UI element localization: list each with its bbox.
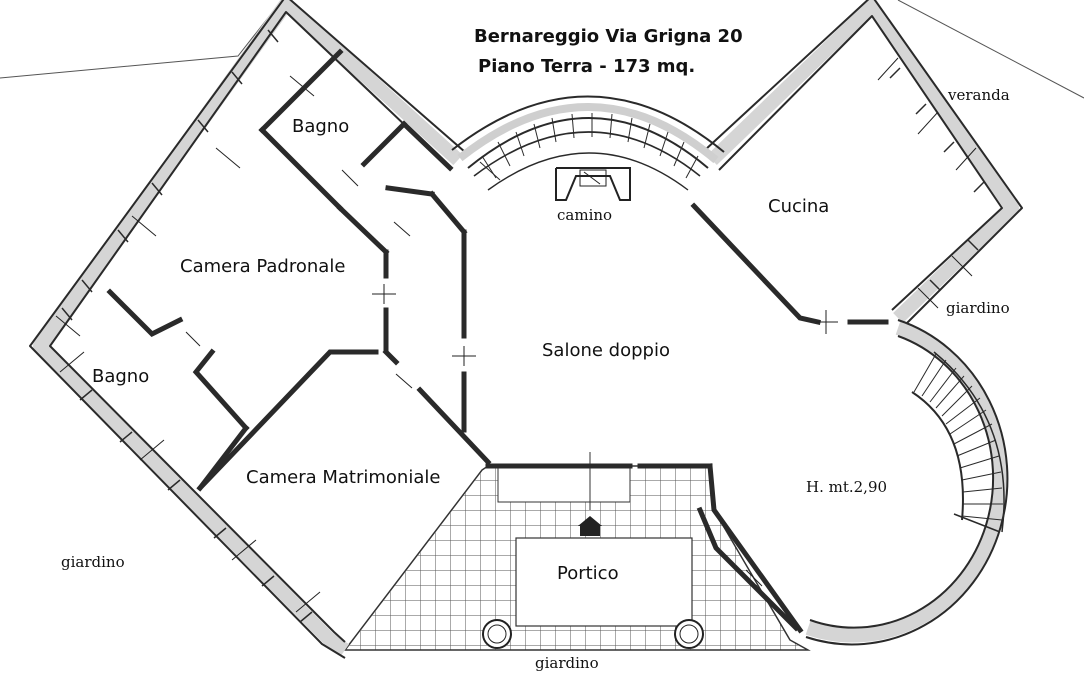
label-giardino-right: giardino xyxy=(946,299,1010,317)
room-label-camera-matrimoniale: Camera Matrimoniale xyxy=(246,467,441,488)
label-ceiling-height: H. mt.2,90 xyxy=(806,478,888,496)
room-label-bagno-left: Bagno xyxy=(92,366,150,387)
room-label-camera-padronale: Camera Padronale xyxy=(180,256,346,277)
entrance-arrow-icon xyxy=(578,516,602,536)
label-giardino-left: giardino xyxy=(61,553,125,571)
spiral-staircase xyxy=(911,351,1005,533)
portico-inner-area xyxy=(515,537,693,627)
exterior-walls xyxy=(29,0,1023,659)
top-staircase xyxy=(451,95,725,191)
wall-hatch xyxy=(61,29,985,623)
label-camino: camino xyxy=(557,206,613,224)
fireplace xyxy=(555,167,631,201)
interior-walls xyxy=(106,48,889,634)
room-label-salone: Salone doppio xyxy=(542,340,670,361)
room-label-bagno-top: Bagno xyxy=(292,116,350,137)
doors xyxy=(185,169,838,587)
room-label-cucina: Cucina xyxy=(768,196,830,217)
windows xyxy=(55,57,977,613)
label-giardino-bottom: giardino xyxy=(535,654,599,672)
title-floor-area: Piano Terra - 173 mq. xyxy=(478,56,696,77)
room-label-portico: Portico xyxy=(557,563,619,584)
portico-columns xyxy=(482,619,704,649)
portico-steps-top xyxy=(497,465,631,503)
title-address: Bernareggio Via Grigna 20 xyxy=(474,26,743,47)
label-veranda: veranda xyxy=(948,86,1010,104)
